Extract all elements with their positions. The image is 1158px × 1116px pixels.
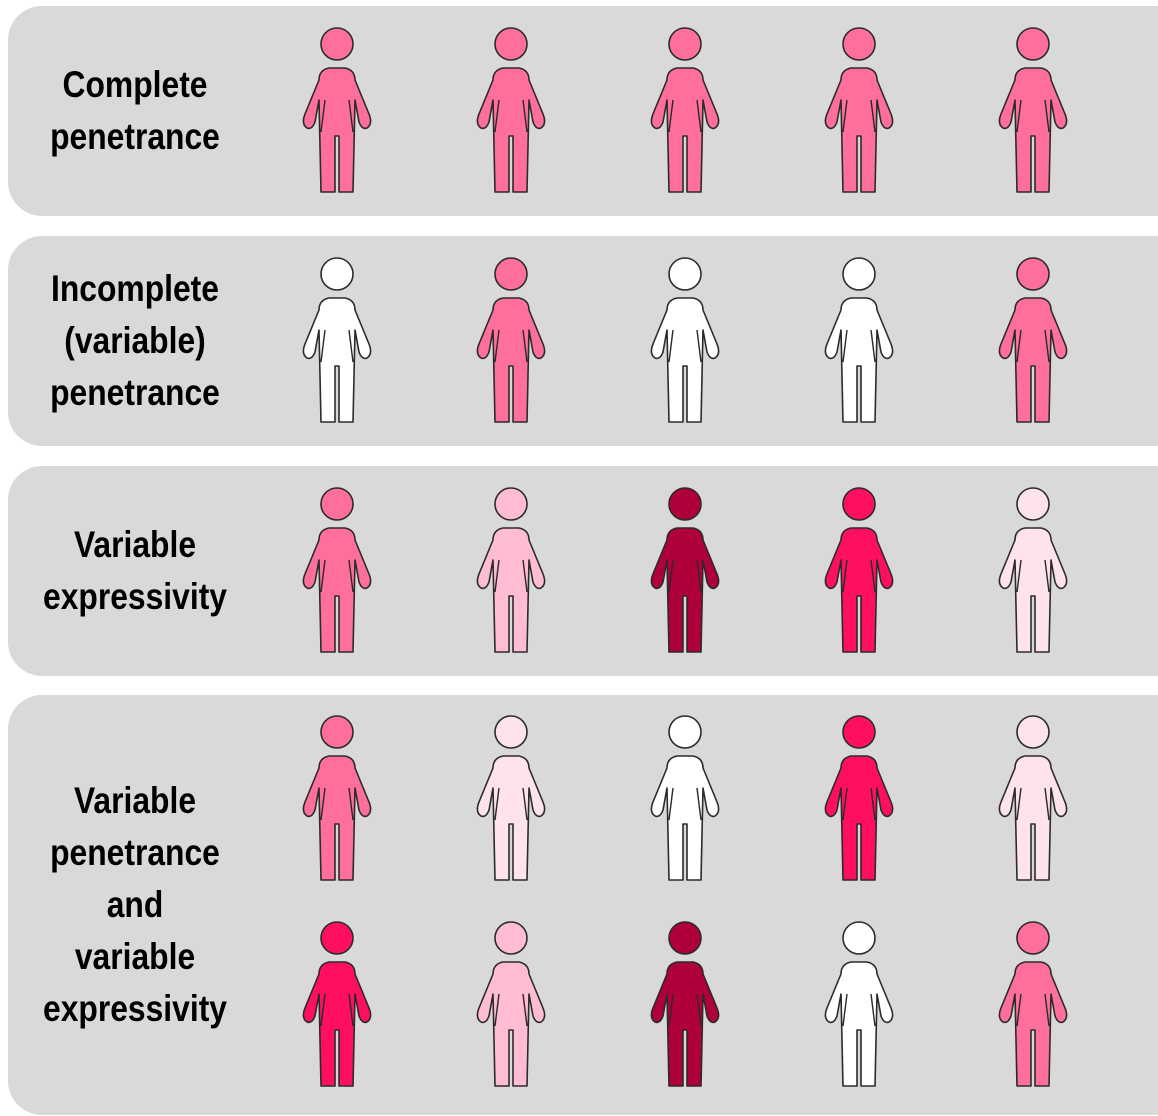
label-line: expressivity — [43, 988, 227, 1029]
row-panel-variable-expressivity — [8, 466, 1158, 676]
label-line: Incomplete — [51, 268, 219, 309]
label-line: penetrance — [50, 832, 220, 873]
person-icon — [991, 918, 1075, 1088]
person-icon — [991, 254, 1075, 424]
person-icon — [991, 712, 1075, 882]
person-icon — [295, 918, 379, 1088]
person-icon — [295, 484, 379, 654]
person-icon — [643, 712, 727, 882]
label-line: Complete — [62, 64, 208, 105]
row-panel-incomplete-penetrance — [8, 236, 1158, 446]
person-icon — [295, 254, 379, 424]
person-icon — [643, 484, 727, 654]
label-line: penetrance — [50, 372, 220, 413]
person-icon — [469, 918, 553, 1088]
person-icon — [817, 24, 901, 194]
person-icon — [469, 484, 553, 654]
label-line: Variable — [73, 524, 197, 565]
person-icon — [817, 484, 901, 654]
person-icon — [469, 24, 553, 194]
row-panel-variable-penetrance-and-expressivity — [8, 695, 1158, 1115]
row-label-incomplete-penetrance: Incomplete (variable) penetrance — [19, 236, 251, 446]
person-icon — [817, 918, 901, 1088]
person-icon — [991, 484, 1075, 654]
person-icon — [643, 24, 727, 194]
row-label-variable-penetrance-and-expressivity: Variable penetrance and variable express… — [19, 695, 251, 1115]
label-line: penetrance — [50, 116, 220, 157]
label-line: variable — [74, 936, 196, 977]
person-icon — [295, 712, 379, 882]
label-line: Variable — [73, 780, 197, 821]
row-panel-complete-penetrance — [8, 6, 1158, 216]
label-line: (variable) — [64, 320, 206, 361]
row-label-complete-penetrance: Complete penetrance — [19, 6, 251, 216]
person-icon — [295, 24, 379, 194]
person-icon — [643, 918, 727, 1088]
label-line: and — [106, 884, 164, 925]
person-icon — [643, 254, 727, 424]
person-icon — [817, 254, 901, 424]
person-icon — [817, 712, 901, 882]
person-icon — [469, 254, 553, 424]
label-line: expressivity — [43, 576, 227, 617]
row-label-variable-expressivity: Variable expressivity — [19, 466, 251, 676]
person-icon — [469, 712, 553, 882]
person-icon — [991, 24, 1075, 194]
